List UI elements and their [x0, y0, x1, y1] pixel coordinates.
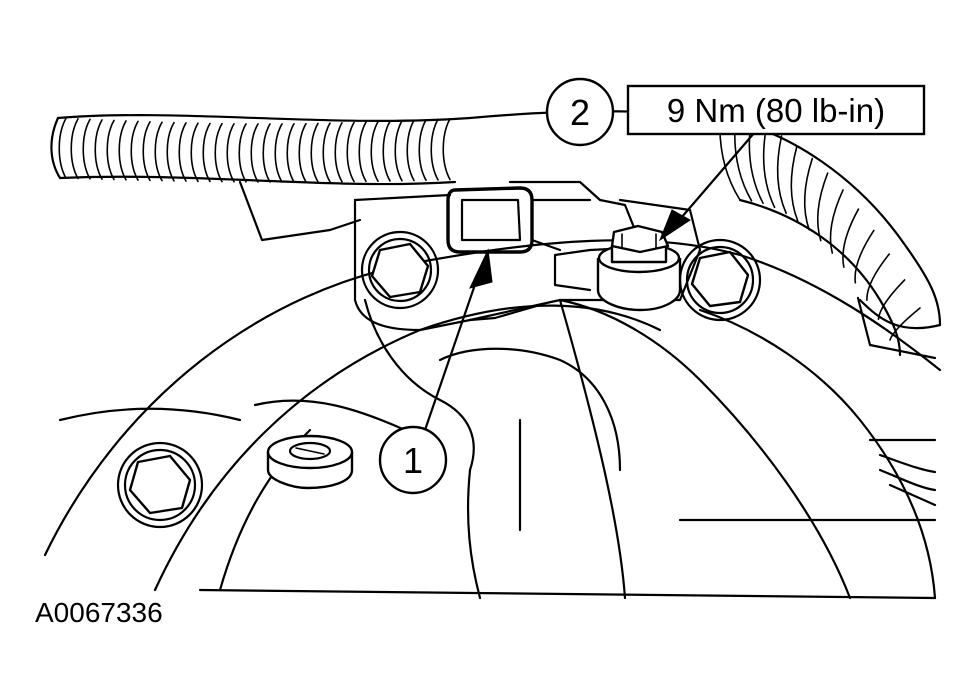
harness-rib [370, 120, 379, 182]
harness-rib [406, 119, 415, 182]
harness-rib [442, 117, 451, 181]
harness-rib [286, 123, 295, 183]
torque-spec-text: 9 Nm (80 lb-in) [667, 92, 885, 129]
harness-rib [866, 253, 891, 302]
sensor-body [596, 224, 682, 312]
harness-rib [274, 123, 283, 183]
engine-housing [43, 180, 942, 600]
harness-rib [298, 122, 307, 183]
harness-rib [190, 122, 199, 183]
harness-rib [250, 123, 259, 183]
callout-1-label: 1 [403, 440, 423, 481]
harness-rib [829, 189, 844, 254]
harness-rib [118, 120, 127, 181]
figure-number: A0067336 [35, 597, 163, 628]
harness-rib [58, 117, 67, 179]
harness-rib [130, 120, 139, 181]
bolt-upper-left [360, 230, 440, 310]
callout-2: 2 [545, 77, 615, 147]
harness-rib [346, 121, 355, 183]
harness-rib [214, 122, 223, 183]
harness-rib [166, 121, 175, 182]
harness-rib [322, 122, 331, 183]
harness-rib [154, 121, 163, 182]
harness-rib [94, 119, 103, 180]
harness-rib [854, 229, 875, 284]
wiring-harness [50, 110, 942, 360]
harness-rib [238, 123, 247, 183]
bolt-lower-left [116, 441, 204, 529]
leader-line-2 [658, 130, 757, 242]
callout-1: 1 [378, 425, 448, 495]
port-plug [266, 434, 354, 490]
harness-rib [358, 121, 367, 183]
harness-rib [816, 172, 829, 242]
harness-rib [262, 123, 271, 183]
harness-rib [142, 121, 151, 182]
harness-rib [430, 118, 439, 181]
harness-rib [70, 118, 79, 180]
harness-rib [762, 127, 776, 209]
harness-rib [310, 122, 319, 183]
harness-rib [106, 119, 115, 181]
harness-rib [803, 157, 814, 231]
harness-rib [334, 122, 343, 183]
harness-rib [418, 119, 427, 181]
harness-rib [382, 120, 391, 182]
harness-rib [790, 145, 799, 222]
harness-rib [776, 135, 787, 215]
harness-rib [202, 122, 211, 183]
harness-rib [877, 279, 906, 321]
callout-2-label: 2 [570, 92, 590, 133]
bolt-upper-right [678, 238, 762, 322]
harness-rib [82, 118, 91, 180]
harness-rib [178, 122, 187, 182]
torque-spec-box: 9 Nm (80 lb-in) [626, 84, 926, 136]
harness-rib [226, 123, 235, 183]
harness-rib [842, 208, 860, 268]
harness-rib [394, 120, 403, 182]
